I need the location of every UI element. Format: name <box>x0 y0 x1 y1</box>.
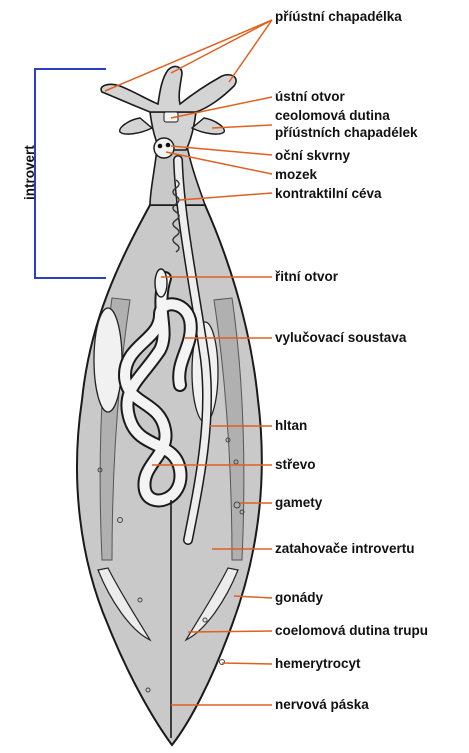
tentacle-coelom-lobe-left <box>120 118 152 134</box>
leader-tentacles-b <box>171 20 272 73</box>
label-excretory-system: vylučovací soustava <box>275 330 406 346</box>
tentacle-crown <box>101 67 236 112</box>
label-pharynx: hltan <box>275 418 307 434</box>
label-intestine: střevo <box>275 457 316 473</box>
nephridium-left <box>94 308 122 412</box>
label-tentacle-coelom-line1: ceolomová dutina <box>275 108 390 124</box>
label-anus: řitní otvor <box>275 269 338 285</box>
label-gonads: gonády <box>275 590 323 606</box>
introvert-label: introvert <box>22 145 37 200</box>
label-contractile-vessel: kontraktilní céva <box>275 186 382 202</box>
anus <box>155 269 167 297</box>
label-retractors: zatahovače introvertu <box>275 541 415 557</box>
label-tentacle-coelom-line2: příústních chapadélek <box>275 125 418 141</box>
brain <box>154 138 174 158</box>
label-trunk-coelom: coelomová dutina trupu <box>275 623 428 639</box>
label-hemerythrocyte: hemerytrocyt <box>275 656 361 672</box>
tentacle-coelom-lobe-right <box>192 118 224 134</box>
eyespot-right <box>166 143 171 148</box>
label-mouth: ústní otvor <box>275 89 345 105</box>
label-gametes: gamety <box>275 495 322 511</box>
label-brain: mozek <box>275 167 317 183</box>
label-tentacles: příústní chapadélka <box>275 9 402 25</box>
leader-trunk-coelom <box>188 631 272 632</box>
eyespot-left <box>158 144 163 149</box>
label-eyespots: oční skvrny <box>275 148 350 164</box>
label-nerve-cord: nervová páska <box>275 697 369 713</box>
leader-hemerythrocyte <box>222 663 272 664</box>
introvert-bracket <box>35 69 106 278</box>
